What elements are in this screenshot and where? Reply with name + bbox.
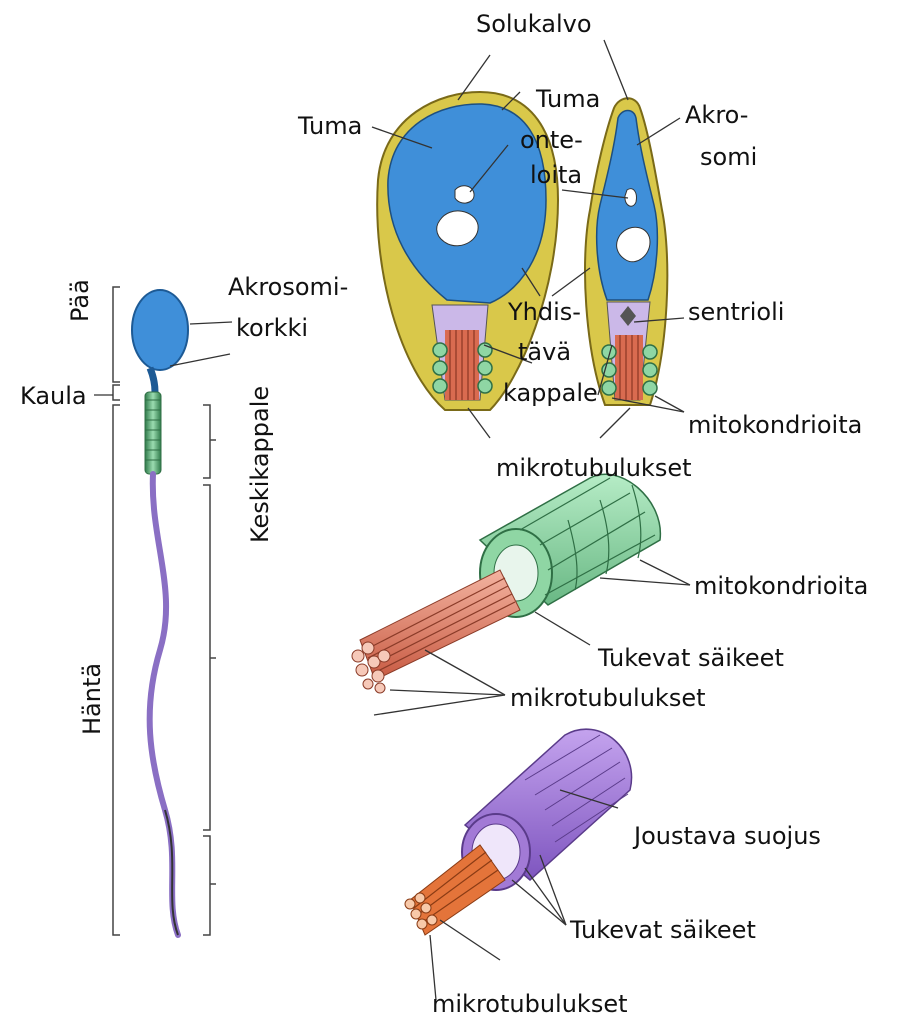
head-front-fibers: [445, 330, 479, 400]
label-akrosomikorkki-2: korkki: [236, 316, 308, 340]
head-front-vacuole-2: [437, 211, 478, 246]
label-mikrotubulukset-mid: mikrotubulukset: [510, 686, 706, 710]
bracket-hanta-right: [203, 485, 210, 830]
head-front-vacuole-1: [455, 186, 474, 203]
label-yhdistava-2: tävä: [518, 340, 571, 364]
label-joustava-suojus: Joustava suojus: [634, 824, 821, 848]
label-tuma-ontelo-2: onte-: [520, 128, 583, 152]
label-tuma: Tuma: [298, 114, 362, 138]
label-mikrotubulukset-top: mikrotubulukset: [496, 456, 692, 480]
sperm-midpiece: [145, 392, 161, 474]
bracket-tail-end: [203, 836, 210, 935]
label-akrosomikorkki-1: Akrosomi-: [228, 275, 348, 299]
tail-rods: [405, 845, 505, 935]
bracket-keskikappale: [203, 405, 210, 478]
sperm-head: [132, 290, 188, 370]
label-tukevat-saikeet-bottom: Tukevat säikeet: [570, 918, 756, 942]
label-hanta: Häntä: [80, 663, 104, 735]
label-yhdistava-1: Yhdis-: [508, 300, 581, 324]
bracket-paa: [113, 287, 120, 382]
label-tuma-ontelo-3: loita: [530, 163, 582, 187]
midpiece-rods: [352, 570, 520, 693]
label-akrosomi-2: somi: [700, 145, 757, 169]
bracket-hanta-left: [113, 405, 120, 935]
sperm-neck: [150, 368, 155, 392]
label-sentrioli: sentrioli: [688, 300, 784, 324]
sperm-tail: [150, 474, 178, 935]
whole-sperm: [132, 290, 188, 935]
label-keskikappale: Keskikappale: [248, 386, 272, 543]
label-solukalvo: Solukalvo: [476, 12, 592, 36]
label-paa: Pää: [68, 279, 92, 322]
label-yhdistava-3: kappale: [503, 381, 598, 405]
tail-section: [405, 729, 632, 935]
label-tukevat-saikeet-mid: Tukevat säikeet: [598, 646, 784, 670]
label-mikrotubulukset-bottom: mikrotubulukset: [432, 992, 628, 1016]
label-mitokondrioita-mid: mitokondrioita: [694, 574, 868, 598]
label-kaula: Kaula: [20, 384, 87, 408]
bracket-kaula: [113, 385, 120, 400]
head-section-side: [585, 98, 667, 405]
label-akrosomi-1: Akro-: [685, 103, 748, 127]
label-mitokondrioita-top: mitokondrioita: [688, 413, 862, 437]
label-tuma-ontelo-1: Tuma: [536, 87, 600, 111]
